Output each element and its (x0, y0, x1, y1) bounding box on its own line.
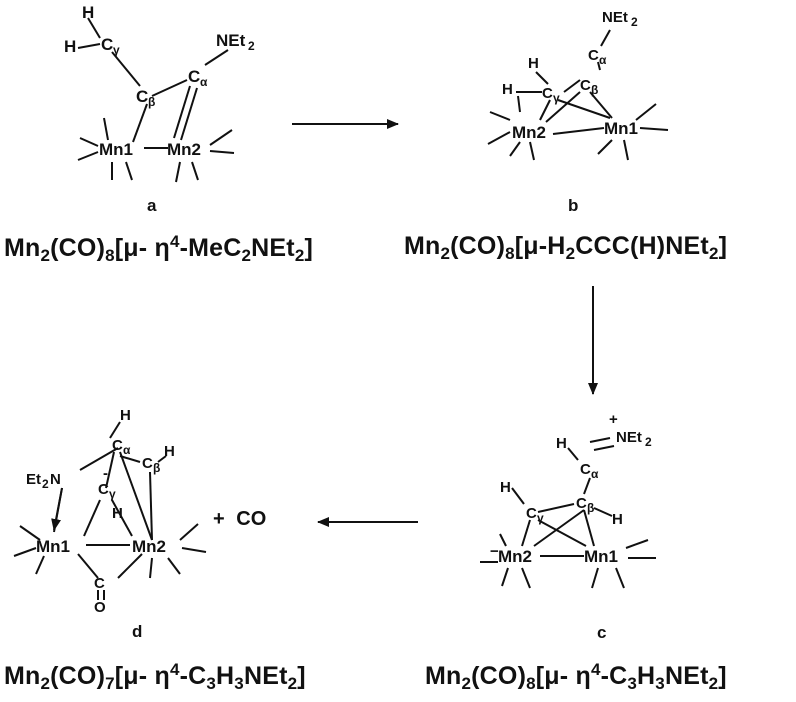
structure-d (13, 421, 207, 600)
svg-text:NEt: NEt (216, 31, 246, 50)
formula-c: Mn2(CO)8[μ- η4-C3H3NEt2] (425, 660, 727, 693)
svg-text:Et: Et (26, 471, 41, 488)
svg-text:Mn1: Mn1 (36, 537, 70, 556)
svg-text:C: C (101, 35, 113, 54)
svg-text:γ: γ (109, 487, 116, 501)
svg-text:H: H (164, 443, 175, 460)
svg-text:2: 2 (631, 15, 638, 29)
svg-text:H: H (502, 81, 513, 98)
svg-text:C: C (142, 455, 153, 472)
svg-text:NEt: NEt (602, 9, 628, 26)
svg-text:Mn2: Mn2 (498, 547, 532, 566)
svg-text:α: α (591, 467, 599, 481)
label-d: d (132, 622, 143, 641)
svg-text:α: α (123, 443, 131, 457)
svg-text:H: H (82, 3, 94, 22)
formula-a: Mn2(CO)8[μ- η4-MeC2NEt2] (4, 232, 314, 265)
svg-text:C: C (112, 437, 123, 454)
svg-text:Mn2: Mn2 (132, 537, 166, 556)
svg-text:C: C (94, 575, 105, 592)
svg-text:Mn1: Mn1 (99, 140, 133, 159)
svg-text:γ: γ (553, 91, 560, 105)
svg-text:C: C (542, 85, 553, 102)
svg-text:β: β (591, 83, 598, 97)
svg-text:Mn1: Mn1 (584, 547, 618, 566)
svg-text:Mn1: Mn1 (604, 119, 638, 138)
structure-b (487, 29, 669, 161)
svg-text:C: C (576, 495, 587, 512)
svg-text:β: β (148, 95, 155, 109)
svg-text:Mn2: Mn2 (512, 123, 546, 142)
svg-text:C: C (98, 481, 109, 498)
svg-text:α: α (599, 53, 607, 67)
svg-text:γ: γ (113, 43, 120, 57)
svg-text:C: C (580, 77, 591, 94)
svg-text:NEt: NEt (616, 429, 642, 446)
co-label: CO (236, 508, 267, 530)
svg-text:C: C (526, 505, 537, 522)
svg-text:C: C (136, 87, 148, 106)
formula-d: Mn2(CO)7[μ- η4-C3H3NEt2] (4, 660, 306, 693)
label-a: a (147, 196, 157, 215)
plus-sign: + (213, 508, 225, 530)
svg-text:α: α (200, 75, 208, 89)
svg-text:H: H (120, 407, 131, 424)
svg-text:2: 2 (645, 435, 652, 449)
svg-text:-: - (103, 465, 108, 482)
svg-text:H: H (64, 37, 76, 56)
svg-text:H: H (112, 505, 123, 522)
svg-text:2: 2 (248, 39, 255, 53)
svg-text:β: β (153, 461, 160, 475)
svg-text:N: N (50, 471, 61, 488)
svg-text:H: H (500, 479, 511, 496)
svg-text:+: + (609, 411, 618, 428)
label-c: c (597, 623, 607, 642)
svg-text:C: C (188, 67, 200, 86)
svg-text:H: H (528, 55, 539, 72)
label-b: b (568, 196, 579, 215)
svg-text:O: O (94, 599, 106, 616)
svg-text:β: β (587, 501, 594, 515)
svg-text:2: 2 (42, 477, 49, 491)
structure-a (77, 17, 235, 183)
svg-text:C: C (588, 47, 599, 64)
svg-text:H: H (556, 435, 567, 452)
structure-d-arrow-n-to-mn (51, 487, 63, 531)
svg-text:H: H (612, 511, 623, 528)
svg-text:−: − (490, 543, 499, 560)
formula-b: Mn2(CO)8[μ-H2CCC(H)NEt2] (404, 232, 728, 263)
svg-text:Mn2: Mn2 (167, 140, 201, 159)
structure-c (480, 437, 656, 589)
svg-text:C: C (580, 461, 591, 478)
svg-text:γ: γ (537, 511, 544, 525)
plus-co: + CO (213, 508, 266, 531)
